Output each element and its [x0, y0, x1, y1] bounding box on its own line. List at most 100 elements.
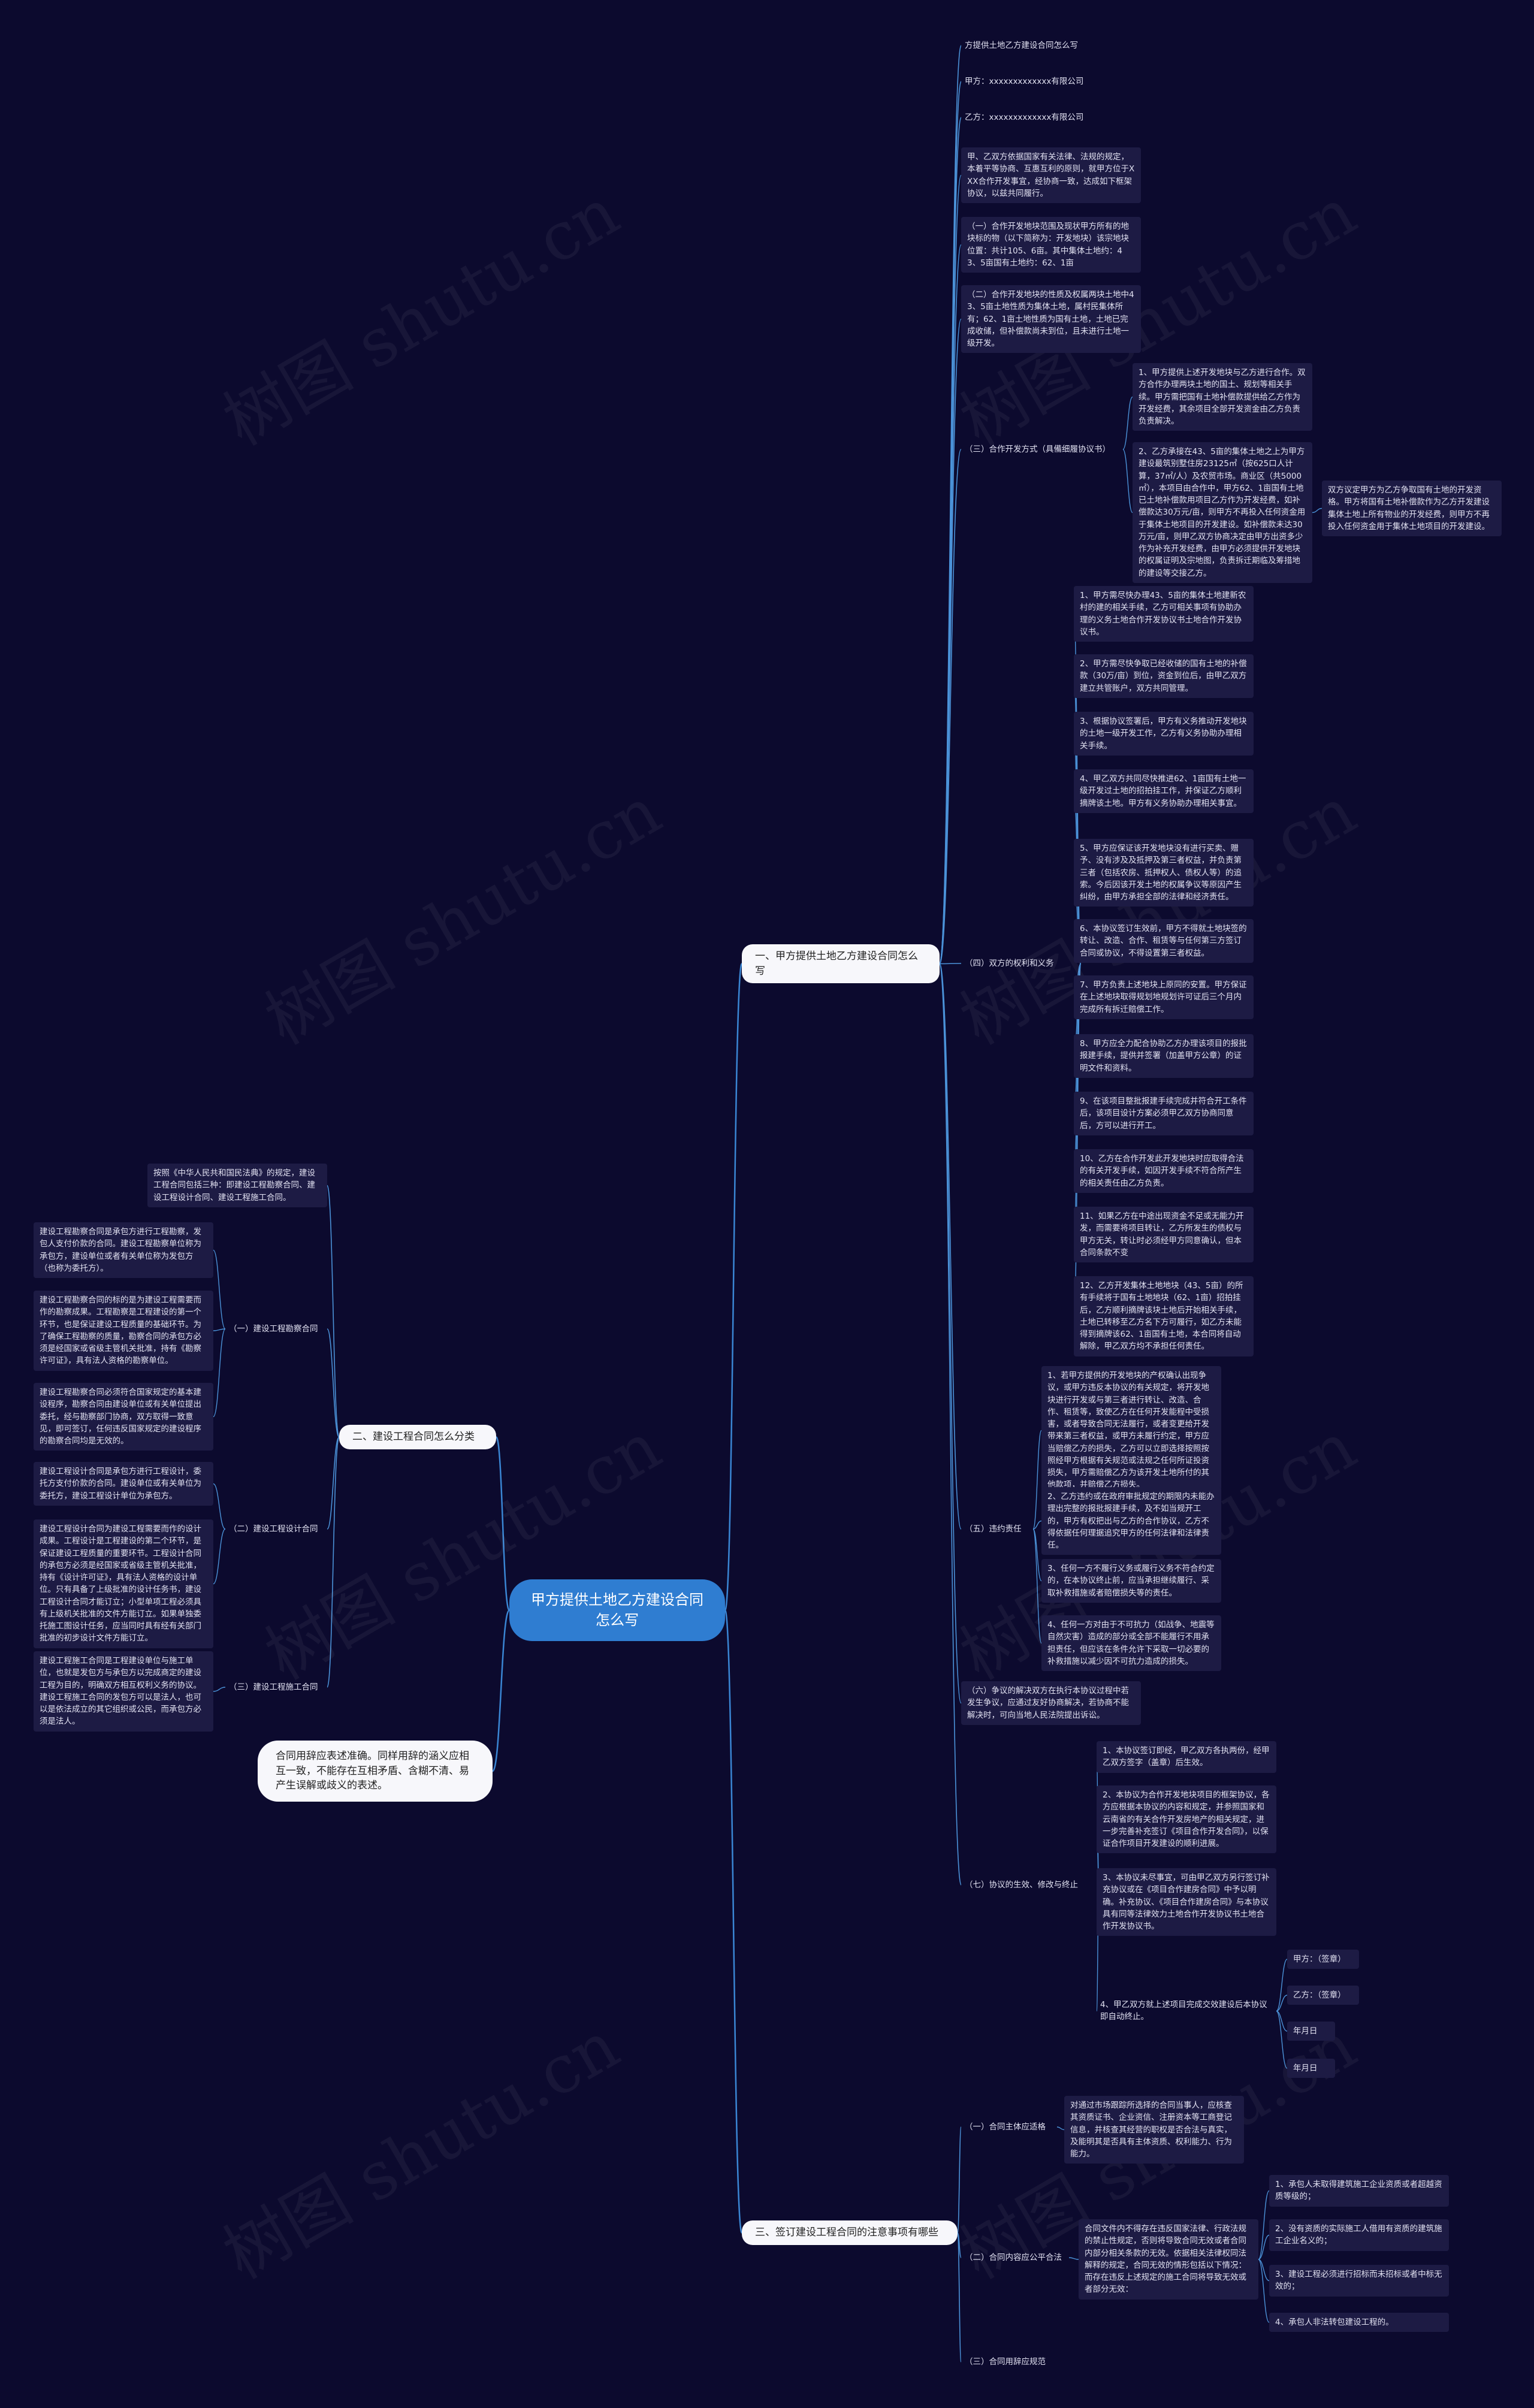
connector-line: [495, 1436, 511, 1611]
type-survey-contract[interactable]: （一）建设工程勘察合同: [229, 1324, 318, 1334]
contract-intro: 甲、乙双方依据国家有关法律、法规的规定，本着平等协商、互惠互利的原则，就甲方位于…: [961, 147, 1141, 203]
invalid-case-item: 2、没有资质的实际施工人借用有资质的建筑施工企业名义的；: [1269, 2219, 1449, 2251]
party-a: 甲方：xxxxxxxxxxxxx有限公司: [965, 77, 1084, 86]
rights-item: 7、甲方负责上述地块上原同的安置。甲方保证在上述地块取得规划地规划许可证后三个月…: [1074, 975, 1254, 1019]
liability-item: 2、乙方违约或在政府审批规定的期限内未能办理出完整的报批报建手续，及不如当规开工…: [1041, 1487, 1221, 1555]
connector-line: [1276, 2010, 1288, 2069]
caution-party-qualified[interactable]: （一）合同主体应适格: [965, 2122, 1046, 2132]
connector-line: [724, 963, 743, 1611]
connector-line: [939, 963, 962, 1886]
type-construction-contract[interactable]: （三）建设工程施工合同: [229, 1682, 318, 1692]
effect-item: 3、本协议未尽事宜，可由甲乙双方另行签订补充协议或在《项目合作建房合同》中予以明…: [1097, 1868, 1276, 1936]
caution-wording[interactable]: （三）合同用辞应规范: [965, 2357, 1046, 2367]
connector-line: [957, 2232, 962, 2362]
signature-date: 年月日: [1287, 2059, 1335, 2078]
connector-line: [1258, 2190, 1270, 2260]
connector-line: [1276, 1959, 1288, 2012]
contract-title: 方提供土地乙方建设合同怎么写: [965, 41, 1078, 50]
rights-item: 2、甲方需尽快争取已经收储的国有土地的补偿款（30万/亩）到位，资金到位后，由甲…: [1074, 654, 1254, 698]
branch-wording-note[interactable]: 合同用辞应表述准确。同样用辞的涵义应相互一致，不能存在互相矛盾、含糊不清、易产生…: [258, 1741, 493, 1802]
connector-line: [1032, 1430, 1042, 1530]
signature-party-a: 甲方：（签章）: [1287, 1950, 1359, 1969]
signature-party-b: 乙方：（签章）: [1287, 1986, 1359, 2005]
branch-contract-cautions[interactable]: 三、签订建设工程合同的注意事项有哪些: [742, 2220, 958, 2245]
liability-item: 4、任何一方对由于不可抗力（如战争、地震等自然灾害）造成的部分或全部不能履行不用…: [1041, 1615, 1221, 1671]
branch-contract-types[interactable]: 二、建设工程合同怎么分类: [339, 1425, 496, 1449]
connector-line: [939, 244, 962, 965]
connector-line: [213, 1249, 226, 1330]
effect-item: 2、本协议为合作开发地块项目的框架协议，各方应根据本协议的内容和规定，并参照国家…: [1097, 1785, 1276, 1854]
connector-line: [327, 1436, 340, 1530]
section-rights-duties[interactable]: （四）双方的权利和义务: [965, 959, 1054, 968]
section-cooperation-method[interactable]: （三）合作开发方式（具備细履协议书）: [965, 445, 1110, 454]
connector-line: [213, 1528, 226, 1585]
section-dispute: （六）争议的解决双方在执行本协议过程中若发生争议，应通过友好协商解决，若协商不能…: [961, 1681, 1141, 1725]
connector-line: [1122, 449, 1133, 513]
connector-line: [1258, 2234, 1270, 2260]
cooperation-subnote: 双方议定甲方为乙方争取国有土地的开发资格。甲方将国有土地补偿款作为乙方开发建设集…: [1322, 481, 1502, 536]
survey-item: 建设工程勘察合同是承包方进行工程勘察，发包人支付价款的合同。建设工程勘察单位称为…: [34, 1222, 213, 1278]
connector-line: [213, 1328, 226, 1331]
connector-line: [939, 963, 962, 965]
root-topic[interactable]: 甲方提供土地乙方建设合同怎么写: [509, 1579, 725, 1642]
connector-line: [327, 1185, 340, 1438]
connector-line: [327, 1436, 340, 1688]
connector-line: [724, 1609, 743, 2234]
connector-line: [213, 1328, 226, 1418]
connector-line: [1068, 2257, 1079, 2260]
rights-item: 9、在该项目整批报建手续完成并符合开工条件后，该项目设计方案必须甲乙双方协商同意…: [1074, 1092, 1254, 1135]
cooperation-item: 2、乙方承接在43、5亩的集体土地之上为甲方建设最筑别墅住房23125㎡（按62…: [1133, 442, 1312, 583]
connector-line: [1122, 396, 1133, 450]
connector-line: [1032, 1520, 1042, 1530]
connector-line: [213, 1687, 226, 1692]
construction-item: 建设工程施工合同是工程建设单位与施工单位，也就是发包方与承包方以完成商定的建设工…: [34, 1651, 213, 1732]
effect-item: 4、甲乙双方就上述项目完成交效建设后本协议即自动终止。: [1100, 2000, 1267, 2022]
liability-item: 3、任何一方不履行义务或履行义务不符合约定的，在本协议终止前，应当承担继续履行、…: [1041, 1559, 1221, 1603]
section-land-nature: （二）合作开发地块的性质及权属两块土地中43、5亩土地性质为集体土地，属村民集体…: [961, 285, 1141, 354]
connector-line: [939, 963, 962, 1704]
connector-line: [1056, 2126, 1065, 2131]
connector-line: [327, 1328, 340, 1438]
cooperation-item: 1、甲方提供上述开发地块与乙方进行合作。双方合作办理两块土地的国土、规划等相关手…: [1133, 363, 1312, 431]
rights-item: 8、甲方应全力配合协助乙方办理该项目的报批报建手续，提供并签署（加盖甲方公章）的…: [1074, 1034, 1254, 1078]
connector-line: [939, 318, 962, 965]
caution-party-text: 对通过市场跟踪所选择的合同当事人，应核查其资质证书、企业资信、注册资本等工商登记…: [1064, 2096, 1244, 2164]
rights-item: 5、甲方应保证该开发地块没有进行买卖、赠予、没有涉及及抵押及第三者权益，并负责第…: [1074, 839, 1254, 907]
effect-item: 1、本协议签订即经，甲乙双方各执两份，经甲乙双方签字（盖章）后生效。: [1097, 1741, 1276, 1773]
connector-line: [957, 2126, 962, 2234]
connector-line: [939, 963, 962, 1530]
section-land-scope: （一）合作开发地块范围及现状甲方所有的地块标的物（以下简称为：开发地块）该宗地块…: [961, 217, 1141, 273]
caution-content-legal[interactable]: （二）合同内容应公平合法: [965, 2253, 1062, 2262]
signature-date: 年月日: [1287, 2022, 1335, 2041]
connector-line: [1312, 507, 1322, 513]
type-design-contract[interactable]: （二）建设工程设计合同: [229, 1524, 318, 1534]
rights-item: 3、根据协议签署后，甲方有义务推动开发地块的土地一级开发工作，乙方有义务协助办理…: [1074, 712, 1254, 756]
branch-contract-howto[interactable]: 一、甲方提供土地乙方建设合同怎么写: [742, 944, 940, 984]
connector-line: [1258, 2259, 1270, 2323]
connector-line: [491, 1609, 511, 1772]
survey-item: 建设工程勘察合同的标的是为建设工程需要而作的勘察成果。工程勘察是工程建设的第一个…: [34, 1291, 213, 1371]
rights-item: 10、乙方在合作开发此开发地块时应取得合法的有关开发手续，如因开发手续不符合所产…: [1074, 1149, 1254, 1193]
invalid-case-item: 4、承包人非法转包建设工程的。: [1269, 2313, 1449, 2333]
rights-item: 12、乙方开发集体土地地块（43、5亩）的所有手续将于国有土地地块（62、1亩）…: [1074, 1276, 1254, 1356]
connector-line: [1032, 1528, 1042, 1644]
section-liability[interactable]: （五）违约责任: [965, 1524, 1022, 1534]
liability-item: 1、若甲方提供的开发地块的产权确认出现争议，或甲方违反本协议的有关规定，将开发地…: [1041, 1366, 1221, 1495]
connector-line: [939, 174, 962, 965]
design-item: 建设工程设计合同是承包方进行工程设计，委托方支付价款的合同。建设单位或有关单位为…: [34, 1462, 213, 1506]
connector-line: [939, 449, 962, 965]
rights-item: 11、如果乙方在中途出现资金不足或无能力开发，而需要将项目转让，乙方所发生的债权…: [1074, 1207, 1254, 1262]
connector-line: [1276, 1995, 1288, 2012]
invalid-case-item: 1、承包人未取得建筑施工企业资质或者超越资质等级的；: [1269, 2175, 1449, 2207]
caution-content-text: 合同文件内不得存在违反国家法律、行政法规的禁止性规定，否则将导致合同无效或者合同…: [1079, 2219, 1258, 2300]
section-effect-termination[interactable]: （七）协议的生效、修改与终止: [965, 1880, 1078, 1890]
rights-item: 6、本协议签订生效前，甲方不得就土地块签的转让、改造、合作、租赁等与任何第三方签…: [1074, 919, 1254, 963]
rights-item: 4、甲乙双方共同尽快推进62、1亩国有土地一级开发过土地的招拍挂工作，并保证乙方…: [1074, 769, 1254, 813]
design-item: 建设工程设计合同为建设工程需要而作的设计成果。工程设计是工程建设的第二个环节，是…: [34, 1519, 213, 1648]
survey-item: 建设工程勘察合同必须符合国家规定的基本建设程序，勘察合同由建设单位或有关单位提出…: [34, 1383, 213, 1451]
invalid-case-item: 3、建设工程必须进行招标而未招标或者中标无效的；: [1269, 2265, 1449, 2297]
connector-line: [213, 1483, 226, 1530]
rights-item: 1、甲方需尽快办理43、5亩的集体土地建新农村的建的相关手续，乙方可相关事项有协…: [1074, 586, 1254, 642]
party-b: 乙方：xxxxxxxxxxxxx有限公司: [965, 113, 1084, 122]
